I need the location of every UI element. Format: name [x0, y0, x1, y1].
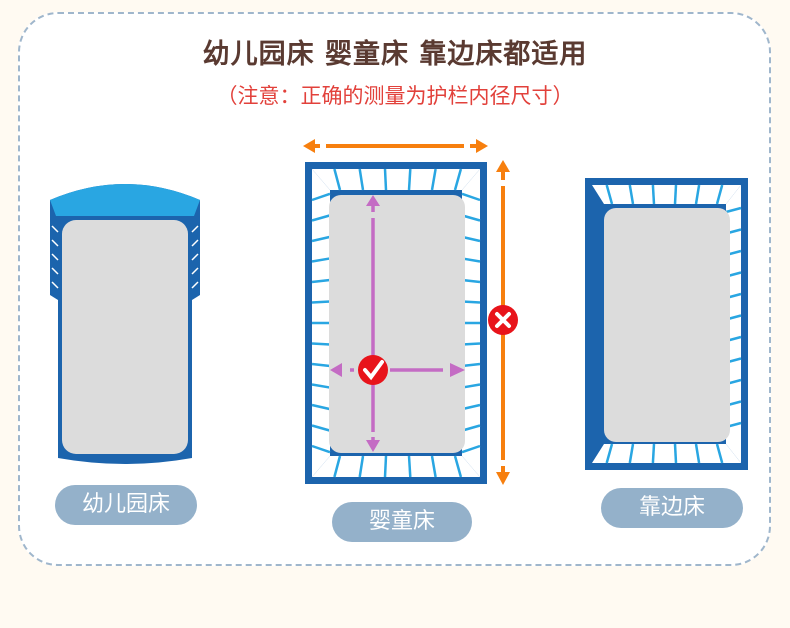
slat — [191, 267, 199, 275]
slat — [311, 342, 331, 346]
slat — [461, 192, 481, 202]
slat — [715, 184, 724, 205]
slat — [715, 443, 724, 464]
slat — [673, 443, 678, 464]
slat — [191, 239, 199, 247]
slat — [461, 444, 481, 454]
slat — [628, 443, 635, 464]
slat — [605, 184, 614, 205]
slat — [333, 455, 342, 478]
slat — [358, 455, 365, 478]
slat — [311, 278, 331, 284]
slat — [358, 168, 365, 191]
slat — [453, 455, 463, 478]
cross-icon — [488, 305, 518, 335]
slat — [725, 206, 742, 214]
slat — [311, 257, 331, 263]
check-icon — [358, 355, 388, 385]
slat — [51, 239, 59, 247]
slat — [605, 443, 614, 464]
slat — [673, 184, 678, 205]
slat — [191, 225, 199, 233]
slat — [311, 383, 331, 389]
slat — [311, 403, 331, 411]
slat — [311, 192, 331, 202]
slat — [311, 300, 331, 304]
kindergarten-bed-illustration — [50, 184, 200, 464]
label-side-bed: 靠边床 — [601, 488, 743, 528]
slat — [311, 214, 331, 222]
slat — [333, 168, 342, 191]
baby-crib-illustration — [303, 139, 518, 485]
slat — [407, 168, 412, 191]
slat — [51, 281, 59, 289]
slat — [628, 184, 635, 205]
label-baby-crib: 婴童床 — [332, 502, 472, 542]
slat — [311, 444, 331, 454]
slat — [453, 168, 463, 191]
measurement-note: （注意：正确的测量为护栏内径尺寸） — [216, 84, 574, 108]
slat — [311, 235, 331, 243]
slat — [191, 281, 199, 289]
inner-measure-arrows — [330, 195, 465, 452]
slat — [430, 168, 437, 191]
side-bed-illustration — [585, 178, 748, 470]
slat — [407, 455, 412, 478]
slat — [51, 225, 59, 233]
label-kindergarten-bed: 幼儿园床 — [55, 485, 197, 525]
slat — [383, 455, 388, 478]
slat — [311, 424, 331, 432]
slat — [651, 443, 656, 464]
outer-width-arrow — [303, 139, 488, 153]
slat — [694, 184, 701, 205]
slat — [694, 443, 701, 464]
slat — [383, 168, 388, 191]
slat — [651, 184, 656, 205]
slat — [430, 455, 437, 478]
slat — [191, 253, 199, 261]
slat — [311, 362, 331, 368]
slat — [51, 253, 59, 261]
page-title: 幼儿园床 婴童床 靠边床都适用 — [202, 39, 588, 70]
slat — [51, 267, 59, 275]
